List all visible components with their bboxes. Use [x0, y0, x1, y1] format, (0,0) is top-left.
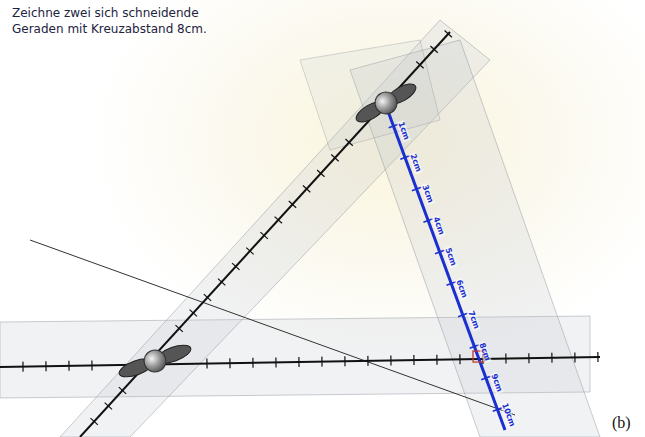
figure-tag: (b)	[612, 414, 631, 432]
tick-mark	[390, 355, 391, 365]
tick-mark	[345, 139, 352, 146]
ruler-strip	[300, 40, 440, 150]
tick-mark	[90, 418, 97, 425]
tick-mark	[430, 46, 437, 53]
tick-mark	[68, 361, 69, 371]
tick-mark	[190, 310, 197, 317]
tick-mark	[459, 354, 460, 364]
tick-mark	[204, 294, 211, 301]
tick-mark	[175, 325, 182, 332]
tick-mark	[246, 248, 253, 255]
tick-mark	[528, 353, 529, 363]
tick-mark	[275, 357, 276, 367]
tick-mark	[105, 403, 112, 410]
handwritten-note: Zeichne zwei sich schneidende Geraden mi…	[12, 6, 227, 37]
tick-mark	[505, 354, 506, 364]
wing-nut	[116, 338, 195, 385]
tick-mark	[275, 217, 282, 224]
tick-mark	[303, 186, 310, 193]
blue-measure-line	[385, 103, 505, 430]
tick-mark	[289, 201, 296, 208]
tick-mark	[317, 170, 324, 177]
tick-mark	[416, 62, 423, 69]
tick-mark	[260, 232, 267, 239]
tick-mark	[331, 155, 338, 162]
tick-mark	[367, 356, 368, 366]
tick-mark	[252, 358, 253, 368]
tick-mark	[22, 362, 23, 372]
tick-mark	[45, 361, 46, 371]
tick-mark	[229, 358, 230, 368]
tick-mark	[232, 263, 239, 270]
tick-mark	[91, 360, 92, 370]
tick-mark	[344, 356, 345, 366]
tick-mark	[445, 31, 452, 38]
tick-mark	[206, 359, 207, 369]
tick-mark	[551, 353, 552, 363]
tick-mark	[574, 352, 575, 362]
tick-mark	[298, 357, 299, 367]
ruler-strip	[350, 40, 600, 437]
tick-mark	[436, 355, 437, 365]
tick-mark	[413, 355, 414, 365]
tick-mark	[218, 279, 225, 286]
tick-mark	[119, 387, 126, 394]
tick-marks	[23, 31, 598, 425]
crossing-line	[30, 240, 515, 415]
tick-mark	[321, 357, 322, 367]
wing-nut	[351, 76, 421, 129]
horizontal-line	[0, 357, 600, 367]
tick-mark	[597, 352, 598, 362]
diagonal-line	[80, 32, 450, 437]
